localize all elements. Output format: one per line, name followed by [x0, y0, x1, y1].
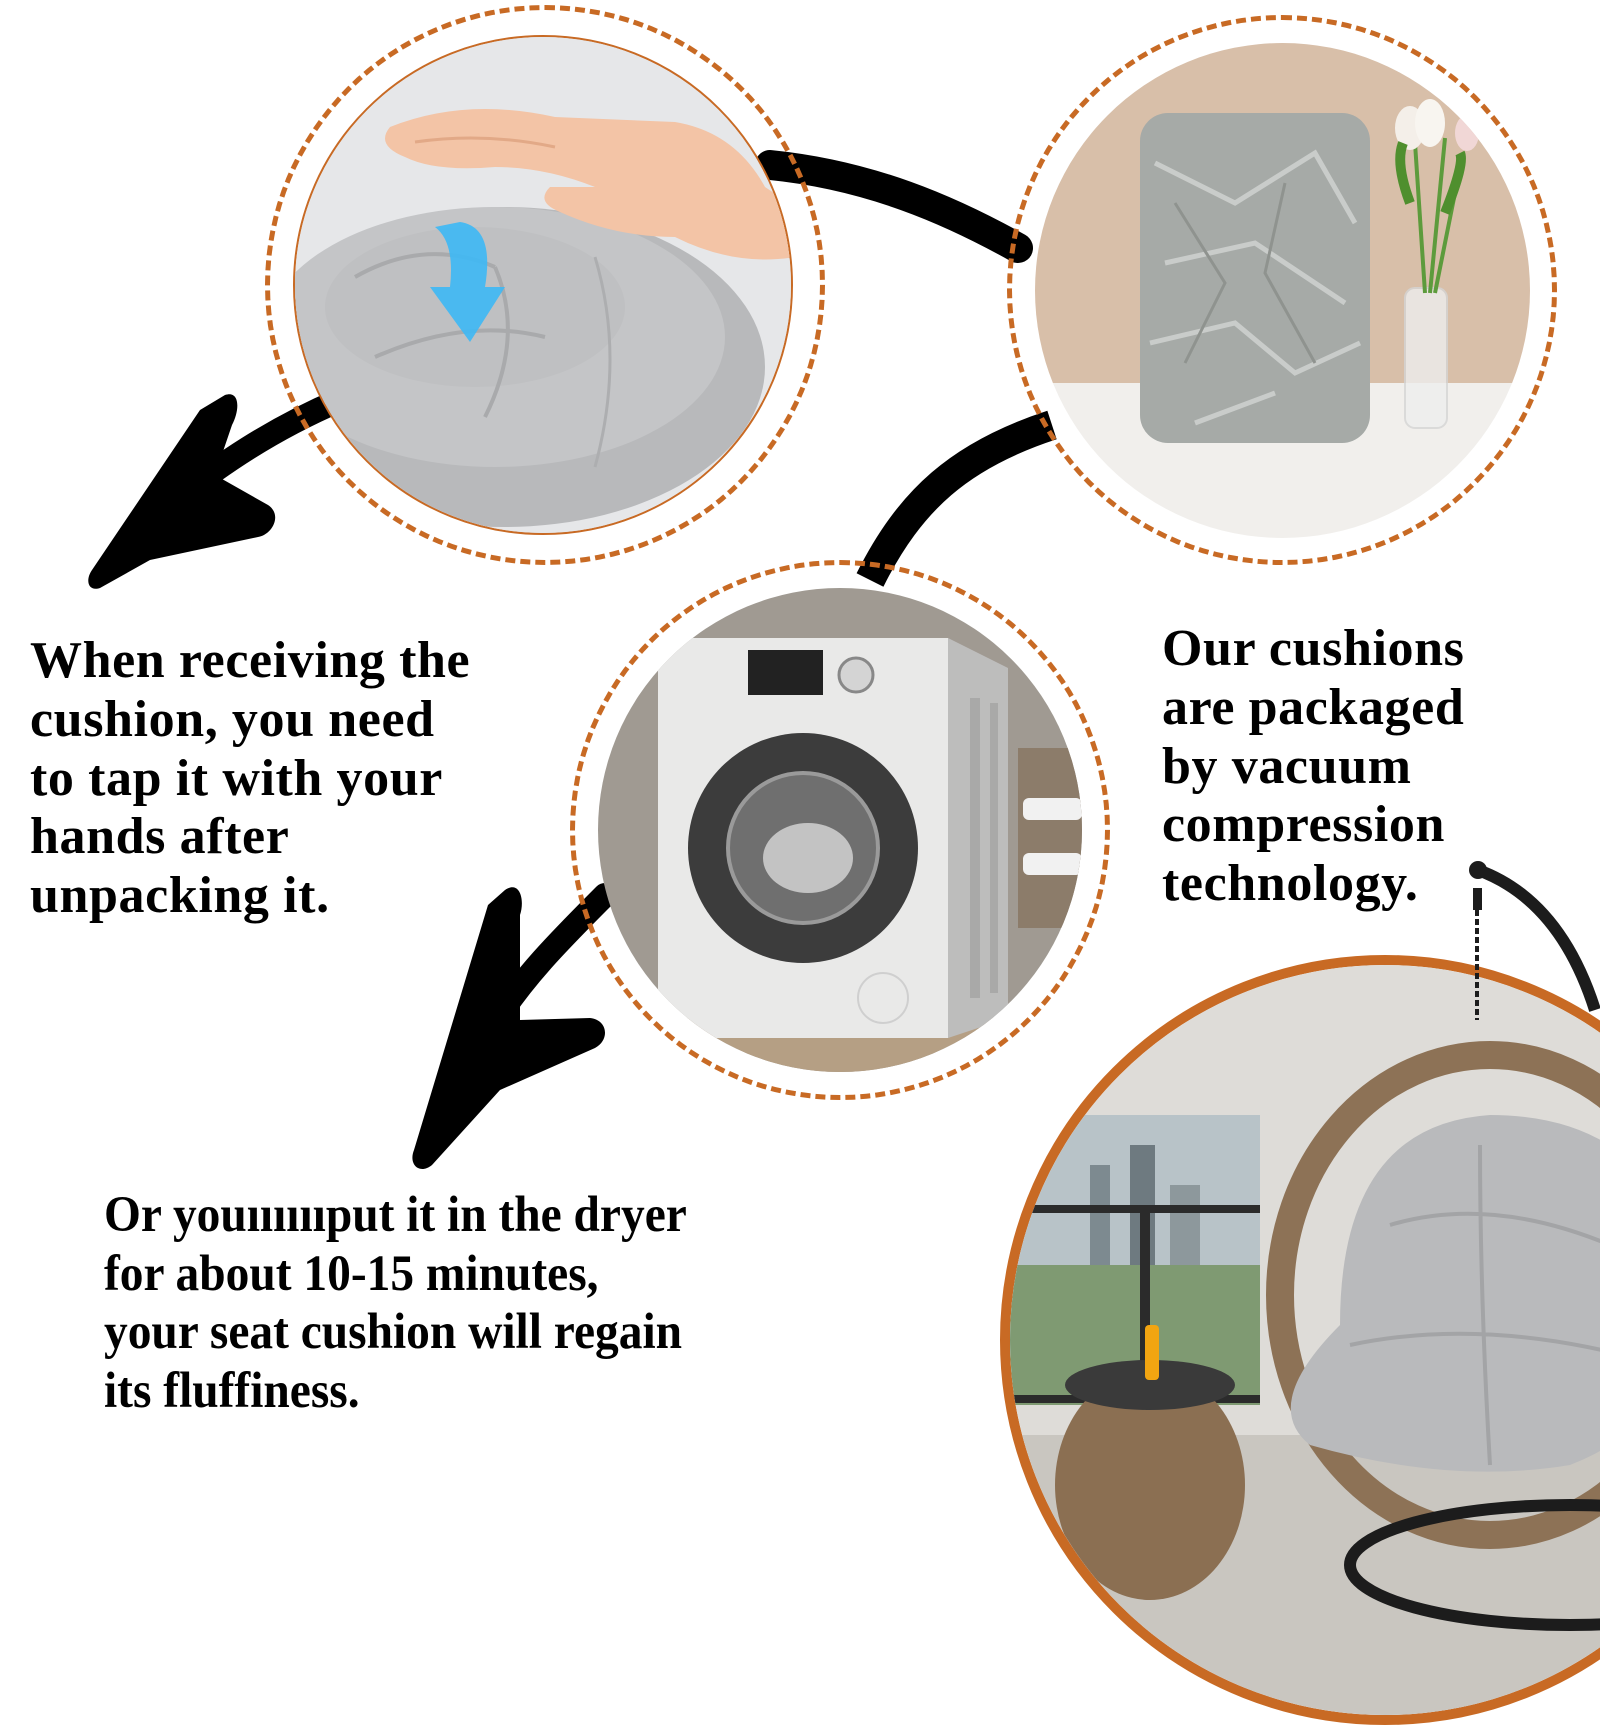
caption-line: Our cushions — [1162, 620, 1465, 677]
glass-vase — [1404, 287, 1448, 429]
washer-control-panel — [748, 650, 823, 695]
caption-line: your seat cushion will regain — [104, 1304, 683, 1361]
rattan-table — [1055, 1370, 1245, 1600]
press-down-arrow-icon — [430, 222, 505, 342]
connector-curve-top — [755, 150, 1033, 263]
arrow-head-lower-icon — [412, 887, 606, 1170]
connector-curve-mid — [856, 410, 1057, 587]
caption-line: by vacuum — [1162, 737, 1412, 795]
caption-line: When receiving the — [30, 632, 471, 689]
grey-tufted-cushion — [1290, 1115, 1600, 1472]
egg-chair-photo — [1000, 955, 1600, 1725]
caption-line: technology. — [1162, 855, 1419, 912]
caption-line: for about 10-15 minutes, — [104, 1245, 599, 1302]
caption-line: are packaged — [1162, 678, 1465, 736]
caption-line: unpacking it. — [30, 867, 330, 924]
caption-vacuum-packaging: Our cushions are packaged by vacuum comp… — [1162, 620, 1464, 914]
rattan-egg-chair — [1266, 1041, 1600, 1549]
caption-line: its fluffiness. — [104, 1362, 360, 1419]
caption-line: hands after — [30, 808, 290, 866]
hand-shape — [385, 109, 791, 260]
tap-circle-dashed-ring — [265, 5, 825, 565]
washer-circle-dashed-ring — [570, 560, 1110, 1100]
vacuum-package — [1140, 113, 1370, 443]
tap-cushion-photo — [293, 35, 793, 535]
caption-line: compression — [1162, 796, 1445, 854]
caption-line: to tap it with your — [30, 749, 443, 807]
caption-line: Or youııııııput it in the dryer — [104, 1187, 687, 1243]
arrow-head-left-icon — [88, 394, 276, 589]
washer-photo — [598, 588, 1082, 1072]
washer-knob — [837, 656, 875, 694]
caption-line: cushion, you need — [30, 690, 435, 748]
caption-unpack-tap: When receiving the cushion, you need to … — [30, 632, 470, 926]
vacuum-pack-photo — [1035, 43, 1530, 538]
caption-dryer: Or youııııııput it in the dryer for abou… — [104, 1186, 687, 1421]
vacuum-circle-dashed-ring — [1007, 15, 1557, 565]
